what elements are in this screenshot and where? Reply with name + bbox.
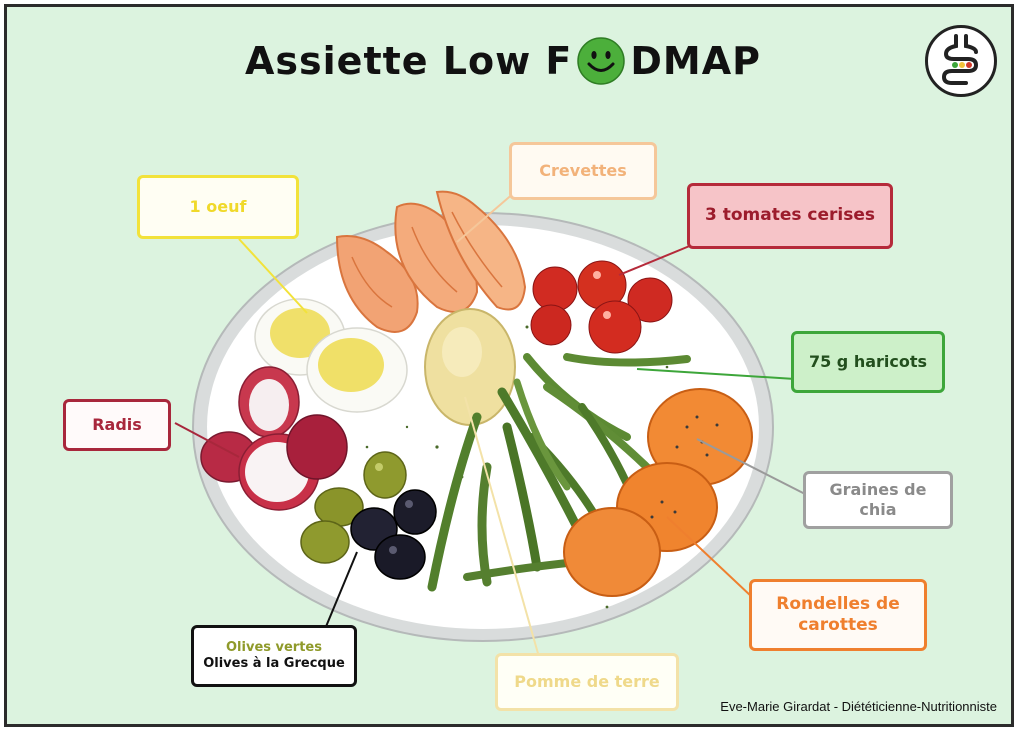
- chia-seeds: [650, 415, 719, 519]
- label-crevettes: Crevettes: [509, 142, 657, 200]
- label-oeuf-text: 1 oeuf: [189, 197, 247, 216]
- plate-illustration: [174, 190, 808, 658]
- title-text-after: DMAP: [630, 39, 762, 83]
- label-olives-grecque: Olives à la Grecque: [203, 656, 345, 671]
- label-pomme: Pomme de terre: [495, 653, 679, 711]
- label-olives-vertes: Olives vertes: [226, 639, 322, 655]
- label-tomates-text: 3 tomates cerises: [704, 205, 876, 226]
- intestine-logo-icon: [925, 25, 997, 97]
- label-carottes-line1: Rondelles de: [776, 593, 900, 614]
- label-pomme-text: Pomme de terre: [514, 672, 660, 691]
- shrimps: [335, 190, 527, 333]
- author-credit: Eve-Marie Girardat - Diététicienne-Nutri…: [720, 699, 997, 714]
- cherry-tomatoes: [530, 260, 673, 354]
- page-title: Assiette Low F DMAP: [245, 33, 761, 89]
- title-text-before: Assiette Low F: [245, 39, 573, 83]
- label-olives: Olives vertes Olives à la Grecque: [191, 625, 357, 687]
- label-haricots: 75 g haricots: [791, 331, 945, 393]
- label-carottes-line2: carottes: [798, 615, 878, 635]
- label-chia-line2: chia: [859, 500, 897, 519]
- radishes: [200, 366, 348, 511]
- potato: [424, 308, 516, 426]
- label-radis-text: Radis: [92, 415, 142, 434]
- label-radis: Radis: [63, 399, 171, 451]
- label-chia-line1: Graines de: [829, 480, 927, 499]
- leader-lines: [174, 191, 808, 658]
- label-tomates: 3 tomates cerises: [687, 183, 893, 249]
- poster-frame: Assiette Low F DMAP: [4, 4, 1014, 727]
- carrot-slices: [563, 388, 753, 597]
- olives: [300, 451, 437, 580]
- label-chia: Graines de chia: [803, 471, 953, 529]
- label-crevettes-text: Crevettes: [539, 161, 627, 180]
- boiled-eggs: [254, 298, 408, 413]
- label-carottes: Rondelles de carottes: [749, 579, 927, 651]
- label-oeuf: 1 oeuf: [137, 175, 299, 239]
- label-haricots-text: 75 g haricots: [808, 352, 928, 371]
- smiley-face-icon: [577, 37, 626, 85]
